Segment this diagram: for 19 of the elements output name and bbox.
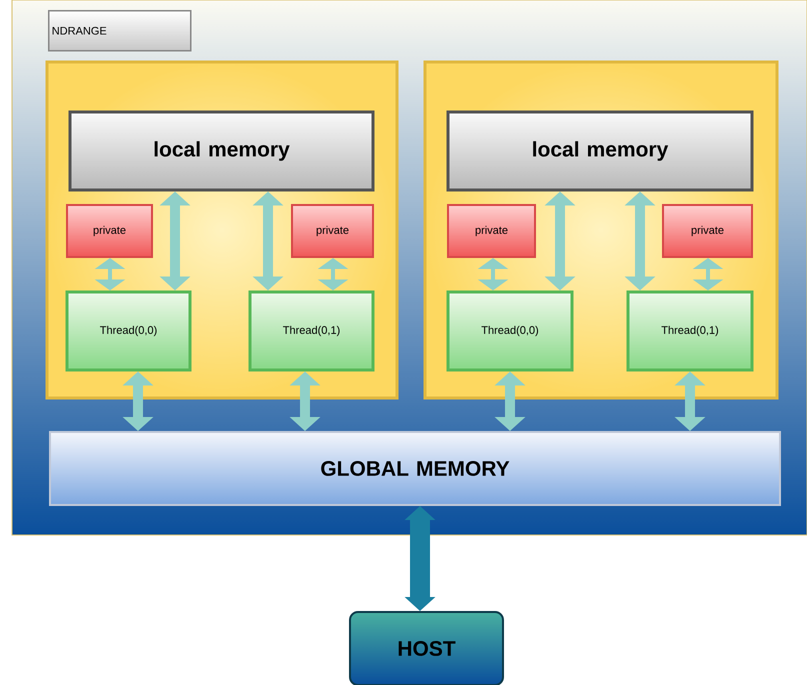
- thread-box: Thread(0,1): [248, 290, 374, 372]
- thread-box: Thread(0,0): [446, 290, 574, 372]
- private-memory-box: private: [66, 204, 153, 258]
- double-arrow: [318, 258, 348, 290]
- local-memory-box: local memory: [68, 110, 374, 192]
- work-group-box: [424, 60, 778, 400]
- double-arrow: [478, 258, 508, 290]
- private-memory-box: private: [662, 204, 753, 258]
- thread-box: Thread(0,1): [626, 290, 754, 372]
- private-memory-box: private: [291, 204, 374, 258]
- global-memory-box: GLOBAL MEMORY: [49, 431, 781, 506]
- double-arrow: [692, 258, 724, 290]
- thread-box: Thread(0,0): [66, 290, 192, 372]
- host-box: HOST: [349, 611, 504, 685]
- double-arrow: [94, 258, 126, 290]
- local-memory-box: local memory: [446, 110, 754, 192]
- tab-label: NDRANGE: [48, 10, 192, 52]
- private-memory-box: private: [447, 204, 536, 258]
- work-group-box: [46, 60, 398, 400]
